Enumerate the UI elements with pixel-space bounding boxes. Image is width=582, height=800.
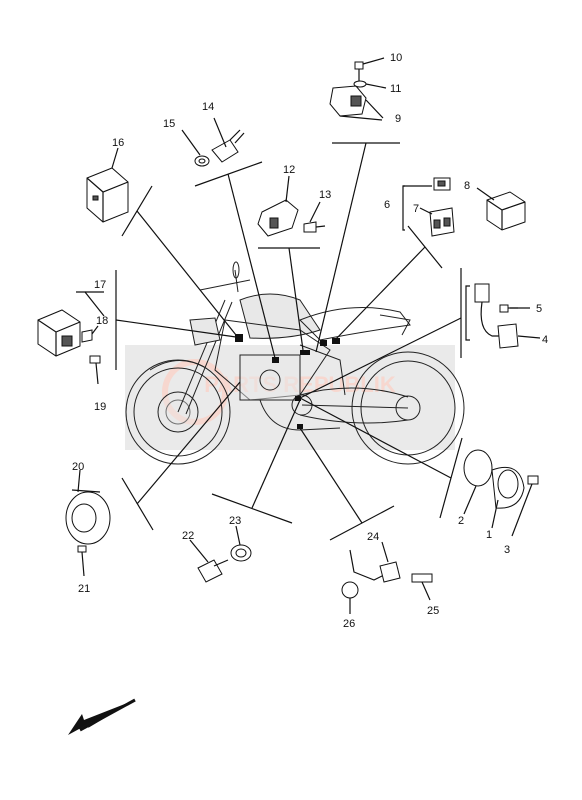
callout-10: 10 — [390, 52, 402, 64]
part-10-bolt — [354, 57, 385, 82]
callout-19: 19 — [94, 401, 106, 413]
callout-2: 2 — [458, 515, 464, 527]
callout-22: 22 — [182, 530, 194, 542]
part-9-unit — [329, 85, 384, 121]
callout-5: 5 — [536, 303, 542, 315]
part-20-horn — [65, 469, 111, 545]
part-13-bolt — [303, 201, 326, 233]
callout-numbers: 1 2 3 4 5 6 7 8 9 10 11 12 13 14 15 16 1… — [72, 52, 548, 630]
callout-15: 15 — [163, 118, 175, 130]
part-18-clip — [81, 325, 99, 343]
part-11-washer — [353, 80, 387, 89]
part-12-sensor — [257, 175, 299, 237]
callout-25: 25 — [427, 605, 439, 617]
part-23-grommet — [230, 525, 252, 562]
part-8-relay — [476, 187, 526, 231]
part-17-regulator — [37, 309, 81, 357]
callout-8: 8 — [464, 180, 470, 192]
motorcycle-illustration — [125, 261, 465, 465]
part-3-bolt — [511, 475, 539, 537]
callout-13: 13 — [319, 189, 331, 201]
part-15-washer — [181, 129, 210, 167]
callout-16: 16 — [112, 137, 124, 149]
part-25-bolt — [411, 573, 433, 601]
callout-18: 18 — [96, 315, 108, 327]
part-5-bolt — [499, 304, 530, 313]
part-1-horn — [491, 466, 525, 529]
part-19-bolt — [89, 355, 101, 385]
callout-11: 11 — [390, 83, 401, 95]
part-14-sensor — [211, 117, 245, 163]
part-7-connector — [419, 207, 455, 237]
callout-21: 21 — [78, 583, 90, 595]
part-21-bolt — [77, 545, 87, 577]
callout-1: 1 — [486, 529, 492, 541]
callout-26: 26 — [343, 618, 355, 630]
part-26-nut — [341, 581, 359, 614]
part-16-relay — [86, 147, 129, 223]
callout-6: 6 — [384, 199, 390, 211]
part-22-sensor — [189, 539, 229, 583]
leader-lines — [76, 142, 470, 541]
callout-4: 4 — [542, 334, 548, 346]
callout-3: 3 — [504, 544, 510, 556]
callout-17: 17 — [94, 279, 106, 291]
callout-9: 9 — [395, 113, 401, 125]
callout-12: 12 — [283, 164, 295, 176]
callout-7: 7 — [413, 203, 419, 215]
callout-23: 23 — [229, 515, 241, 527]
callout-20: 20 — [72, 461, 84, 473]
part-6-relay — [433, 177, 451, 191]
part-2-gasket — [463, 449, 493, 515]
callout-14: 14 — [202, 101, 214, 113]
callout-24: 24 — [367, 531, 379, 543]
part-24-switch — [349, 541, 401, 583]
part-4-sensor — [474, 283, 541, 349]
front-direction-arrow — [68, 698, 136, 735]
